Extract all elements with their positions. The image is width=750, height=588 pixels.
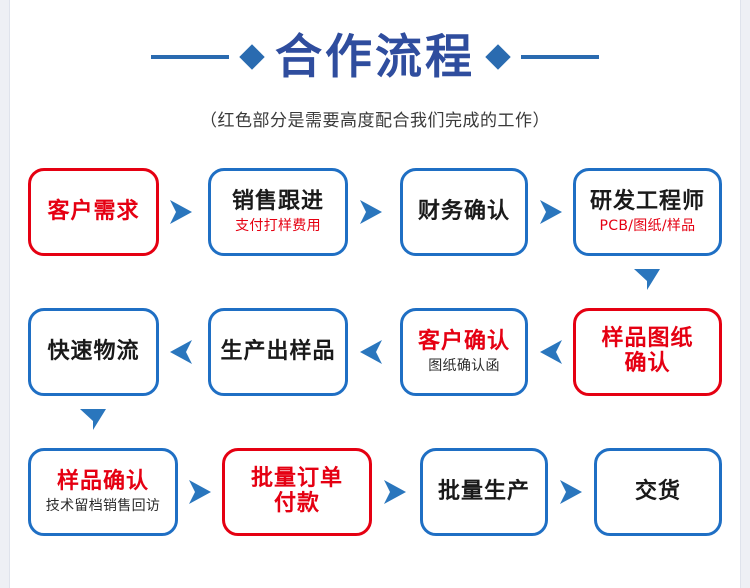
flow-node-subtitle: 支付打样费用: [235, 217, 321, 234]
header: 合作流程 （红色部分是需要高度配合我们完成的工作）: [0, 22, 750, 131]
deco-line-right: [521, 55, 599, 59]
arrow-left-icon: [166, 338, 196, 366]
diamond-icon-right: [485, 44, 511, 70]
flow-node-finance-confirm[interactable]: 财务确认: [400, 168, 528, 256]
flow-node-produce-sample[interactable]: 生产出样品: [208, 308, 348, 396]
flow-diagram: 客户需求 销售跟进 支付打样费用 财务确认 研发工程师 PCB/图纸/样品: [0, 168, 750, 588]
flow-node-title: 财务确认: [417, 198, 510, 224]
title-row: 合作流程: [0, 22, 750, 92]
flow-node-sales-followup[interactable]: 销售跟进 支付打样费用: [208, 168, 348, 256]
flow-node-customer-confirm[interactable]: 客户确认 图纸确认函: [400, 308, 528, 396]
flow-row-2: 快速物流 生产出样品 客户确认 图纸确认函 样品图纸 确认: [0, 308, 750, 430]
arrow-right-icon: [556, 478, 586, 506]
right-edge-strip: [741, 0, 750, 588]
page-title: 合作流程: [275, 29, 475, 85]
flow-node-title: 样品确认: [56, 468, 149, 494]
flow-node-title: 销售跟进: [231, 188, 324, 214]
flow-node-subtitle: 图纸确认函: [428, 357, 500, 374]
flow-node-delivery[interactable]: 交货: [594, 448, 722, 536]
right-edge-rule: [740, 0, 741, 588]
flow-node-title: 批量生产: [437, 478, 530, 504]
flow-node-sample-drawing-confirm[interactable]: 样品图纸 确认: [573, 308, 722, 396]
left-edge-rule: [9, 0, 10, 588]
flow-node-subtitle: PCB/图纸/样品: [599, 217, 696, 234]
flow-node-title: 快速物流: [47, 338, 140, 364]
flow-node-title: 批量订单 付款: [250, 466, 343, 516]
arrow-right-icon: [185, 478, 215, 506]
flow-node-title: 客户确认: [417, 328, 510, 354]
flow-node-mass-production[interactable]: 批量生产: [420, 448, 548, 536]
flow-node-title: 样品图纸 确认: [601, 326, 694, 376]
flow-node-title: 生产出样品: [220, 338, 336, 364]
flow-node-title: 研发工程师: [589, 188, 705, 214]
arrow-left-icon: [356, 338, 386, 366]
flow-node-customer-requirement[interactable]: 客户需求: [28, 168, 159, 256]
page-subtitle: （红色部分是需要高度配合我们完成的工作）: [200, 111, 550, 131]
left-edge-strip: [0, 0, 9, 588]
flow-node-title: 交货: [634, 478, 681, 504]
arrow-right-icon: [356, 198, 386, 226]
flow-node-bulk-order-payment[interactable]: 批量订单 付款: [222, 448, 372, 536]
flow-node-title: 客户需求: [47, 198, 140, 224]
flow-node-fast-logistics[interactable]: 快速物流: [28, 308, 159, 396]
arrow-down-icon: [78, 406, 108, 432]
arrow-down-icon: [632, 266, 662, 292]
flow-node-rd-engineer[interactable]: 研发工程师 PCB/图纸/样品: [573, 168, 722, 256]
arrow-right-icon: [536, 198, 566, 226]
diamond-icon-left: [239, 44, 265, 70]
flow-node-subtitle: 技术留档销售回访: [45, 497, 161, 514]
flow-row-1: 客户需求 销售跟进 支付打样费用 财务确认 研发工程师 PCB/图纸/样品: [0, 168, 750, 290]
arrow-right-icon: [166, 198, 196, 226]
arrow-right-icon: [380, 478, 410, 506]
arrow-left-icon: [536, 338, 566, 366]
deco-line-left: [151, 55, 229, 59]
flow-row-3: 样品确认 技术留档销售回访 批量订单 付款 批量生产 交货: [0, 448, 750, 536]
flow-node-sample-confirm[interactable]: 样品确认 技术留档销售回访: [28, 448, 178, 536]
